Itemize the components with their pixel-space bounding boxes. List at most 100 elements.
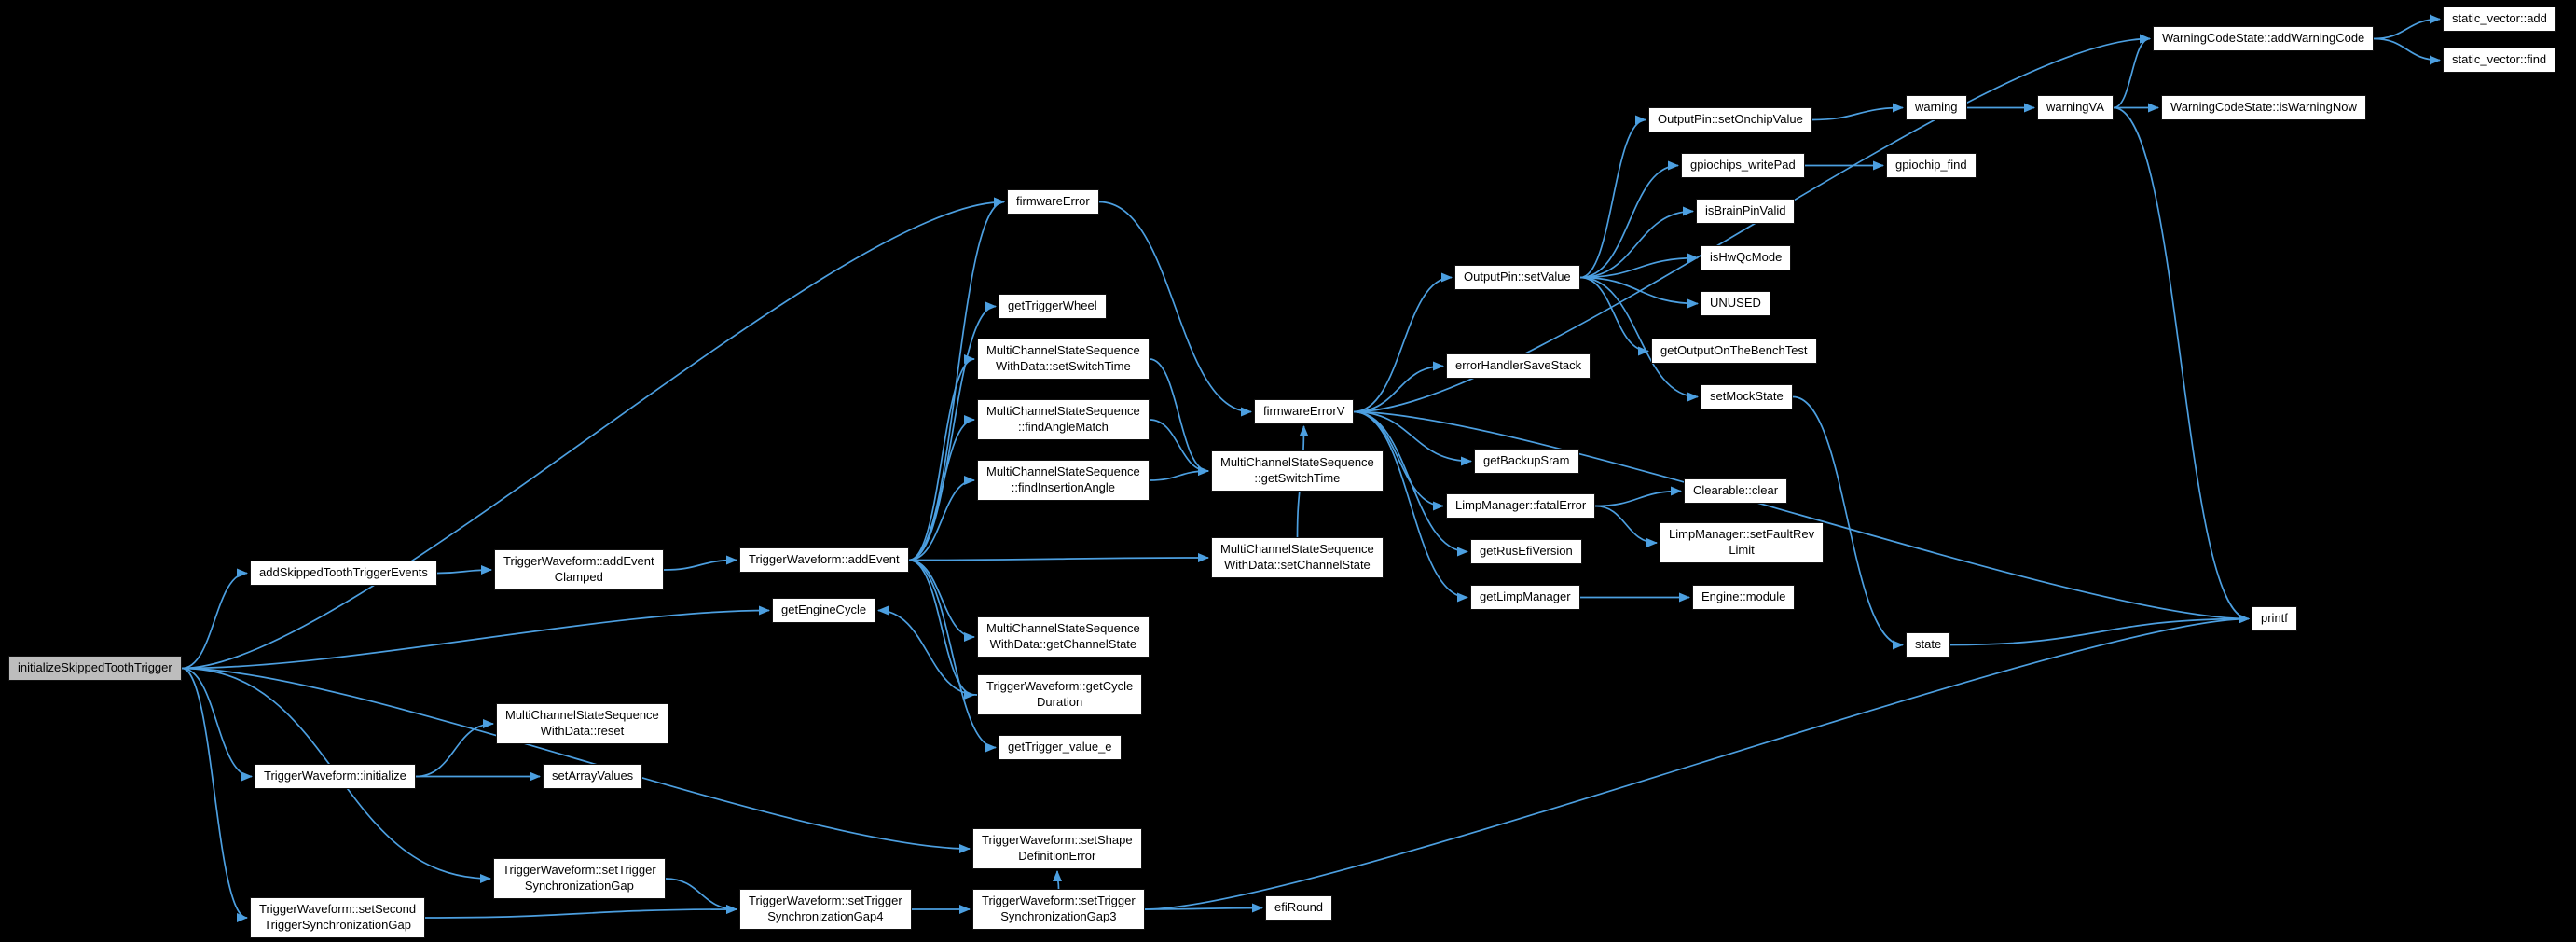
- graph-node-findAngleMatch[interactable]: MultiChannelStateSequence ::findAngleMat…: [977, 399, 1150, 440]
- edge-init-to-initialize: [181, 667, 253, 782]
- edge-setOnchipValue-to-warning: [1811, 103, 1904, 121]
- graph-node-UNUSED[interactable]: UNUSED: [1701, 291, 1770, 316]
- graph-node-isHwQcMode[interactable]: isHwQcMode: [1701, 245, 1792, 270]
- graph-node-addEvent[interactable]: TriggerWaveform::addEvent: [739, 547, 909, 573]
- edge-findInsertionAngle-to-getSwitchTime: [1149, 466, 1209, 481]
- graph-node-findInsertionAngle[interactable]: MultiChannelStateSequence ::findInsertio…: [977, 460, 1150, 501]
- edge-warningVA-to-addWarningCode: [2113, 34, 2151, 109]
- graph-node-state[interactable]: state: [1906, 632, 1951, 658]
- edge-setValue-to-setMockState: [1579, 276, 1699, 402]
- graph-node-isBrainPinValid[interactable]: isBrainPinValid: [1696, 199, 1796, 224]
- edge-getCycleDuration-to-getEngineCycle: [877, 605, 978, 696]
- graph-node-getChannelState[interactable]: MultiChannelStateSequence WithData::getC…: [977, 616, 1150, 658]
- edge-setSecondGap-to-setGap4: [424, 905, 737, 919]
- edge-firmwareErrorV-to-addWarningCode: [1353, 34, 2151, 413]
- edge-addEvent-to-getCycleDuration: [908, 559, 975, 700]
- edge-addEvent-to-firmwareError: [908, 197, 1005, 561]
- edge-addEventClamped-to-addEvent: [663, 555, 737, 571]
- edge-setGap-to-setGap4: [665, 878, 737, 914]
- edge-addEvent-to-getTrigger_value_e: [908, 559, 997, 753]
- graph-node-setGap4[interactable]: TriggerWaveform::setTrigger Synchronizat…: [739, 889, 912, 930]
- edge-firmwareErrorV-to-getRusEfiVersion: [1353, 410, 1468, 557]
- graph-node-clear[interactable]: Clearable::clear: [1684, 478, 1788, 504]
- edge-setGap3-to-setShapeDefinitionError: [1053, 870, 1063, 890]
- edge-initialize-to-reset: [415, 719, 494, 778]
- edge-setValue-to-UNUSED: [1579, 276, 1699, 309]
- edge-addEvent-to-setChannelState: [908, 553, 1209, 563]
- edge-init-to-setShapeDefinitionError: [181, 667, 971, 853]
- edge-fatalError-to-clear: [1594, 486, 1682, 507]
- graph-node-addWarningCode[interactable]: WarningCodeState::addWarningCode: [2153, 26, 2375, 51]
- edge-firmwareErrorV-to-printf: [1353, 410, 2250, 624]
- graph-node-setFaultRevLimit[interactable]: LimpManager::setFaultRev Limit: [1660, 522, 1825, 563]
- edge-firmwareErrorV-to-errorHandlerSaveStack: [1353, 361, 1444, 413]
- edge-setValue-to-gpiochips_writePad: [1579, 160, 1679, 279]
- graph-node-setArrayValues[interactable]: setArrayValues: [543, 764, 643, 789]
- graph-node-setGap[interactable]: TriggerWaveform::setTrigger Synchronizat…: [493, 858, 666, 899]
- graph-node-firmwareError[interactable]: firmwareError: [1007, 189, 1099, 215]
- edge-firmwareErrorV-to-getLimpManager: [1353, 410, 1468, 603]
- edge-setValue-to-getOutputOnTheBenchTest: [1579, 276, 1649, 356]
- graph-node-printf[interactable]: printf: [2252, 606, 2297, 631]
- graph-node-getTriggerWheel[interactable]: getTriggerWheel: [999, 294, 1107, 319]
- edge-setMockState-to-state: [1792, 395, 1904, 650]
- edge-setSwitchTime-to-getSwitchTime: [1149, 358, 1209, 476]
- edge-state-to-printf: [1949, 614, 2250, 646]
- edge-init-to-firmwareError: [181, 197, 1005, 670]
- edge-addEvent-to-setSwitchTime: [908, 354, 975, 561]
- edge-init-to-addSkippedToothTriggerEvents: [181, 568, 248, 670]
- graph-node-getSwitchTime[interactable]: MultiChannelStateSequence ::getSwitchTim…: [1211, 450, 1384, 492]
- edge-warningVA-to-printf: [2113, 106, 2250, 624]
- graph-node-getTrigger_value_e[interactable]: getTrigger_value_e: [999, 735, 1122, 760]
- edge-addEvent-to-findInsertionAngle: [908, 476, 975, 561]
- graph-node-svAdd[interactable]: static_vector::add: [2443, 7, 2556, 32]
- graph-node-gpiochips_writePad[interactable]: gpiochips_writePad: [1681, 153, 1805, 178]
- edge-init-to-getEngineCycle: [181, 605, 770, 670]
- graph-node-getRusEfiVersion[interactable]: getRusEfiVersion: [1470, 539, 1582, 564]
- graph-node-addSkippedToothTriggerEvents[interactable]: addSkippedToothTriggerEvents: [250, 561, 437, 586]
- graph-node-setGap3[interactable]: TriggerWaveform::setTrigger Synchronizat…: [972, 889, 1145, 930]
- graph-node-errorHandlerSaveStack[interactable]: errorHandlerSaveStack: [1446, 353, 1591, 379]
- graph-node-addEventClamped[interactable]: TriggerWaveform::addEvent Clamped: [494, 549, 664, 590]
- edge-firmwareErrorV-to-setValue: [1353, 272, 1453, 413]
- edge-init-to-setSecondGap: [181, 667, 248, 922]
- edge-addSkippedToothTriggerEvents-to-addEventClamped: [436, 565, 492, 575]
- graph-node-module[interactable]: Engine::module: [1692, 585, 1796, 610]
- graph-node-setChannelState[interactable]: MultiChannelStateSequence WithData::setC…: [1211, 537, 1384, 578]
- edge-setValue-to-isHwQcMode: [1579, 253, 1699, 279]
- edge-fatalError-to-setFaultRevLimit: [1594, 505, 1658, 547]
- graph-node-svFind[interactable]: static_vector::find: [2443, 48, 2556, 73]
- graph-node-setOnchipValue[interactable]: OutputPin::setOnchipValue: [1648, 107, 1812, 132]
- edge-setGap3-to-printf: [1144, 614, 2250, 910]
- graph-node-setSwitchTime[interactable]: MultiChannelStateSequence WithData::setS…: [977, 339, 1150, 380]
- graph-node-efiRound[interactable]: efiRound: [1265, 895, 1333, 921]
- graph-node-isWarningNow[interactable]: WarningCodeState::isWarningNow: [2161, 95, 2366, 120]
- edge-firmwareError-to-firmwareErrorV: [1098, 201, 1252, 417]
- graph-node-getCycleDuration[interactable]: TriggerWaveform::getCycle Duration: [977, 674, 1143, 715]
- graph-node-getOutputOnTheBenchTest[interactable]: getOutputOnTheBenchTest: [1651, 339, 1817, 364]
- graph-node-getBackupSram[interactable]: getBackupSram: [1474, 449, 1579, 474]
- edge-firmwareErrorV-to-getBackupSram: [1353, 410, 1472, 466]
- graph-node-firmwareErrorV[interactable]: firmwareErrorV: [1254, 399, 1355, 424]
- edge-addEvent-to-findAngleMatch: [908, 415, 975, 561]
- edge-setGap3-to-efiRound: [1144, 903, 1263, 913]
- graph-node-setMockState[interactable]: setMockState: [1701, 384, 1793, 409]
- edge-addWarningCode-to-svAdd: [2373, 14, 2441, 40]
- graph-node-warningVA[interactable]: warningVA: [2037, 95, 2114, 120]
- graph-node-setValue[interactable]: OutputPin::setValue: [1454, 265, 1580, 290]
- graph-node-reset[interactable]: MultiChannelStateSequence WithData::rese…: [496, 703, 668, 744]
- graph-node-getEngineCycle[interactable]: getEngineCycle: [772, 598, 876, 623]
- edge-setValue-to-setOnchipValue: [1579, 115, 1646, 279]
- graph-node-setSecondGap[interactable]: TriggerWaveform::setSecond TriggerSynchr…: [250, 897, 426, 938]
- graph-node-setShapeDefinitionError[interactable]: TriggerWaveform::setShape DefinitionErro…: [972, 828, 1142, 869]
- graph-node-initialize[interactable]: TriggerWaveform::initialize: [255, 764, 416, 789]
- graph-node-warning[interactable]: warning: [1906, 95, 1967, 120]
- graph-node-gpiochip_find[interactable]: gpiochip_find: [1886, 153, 1977, 178]
- edge-addWarningCode-to-svFind: [2373, 37, 2441, 65]
- graph-node-getLimpManager[interactable]: getLimpManager: [1470, 585, 1580, 610]
- edge-setValue-to-isBrainPinValid: [1579, 206, 1694, 279]
- graph-node-init[interactable]: initializeSkippedToothTrigger: [8, 656, 182, 681]
- graph-node-fatalError[interactable]: LimpManager::fatalError: [1446, 493, 1596, 519]
